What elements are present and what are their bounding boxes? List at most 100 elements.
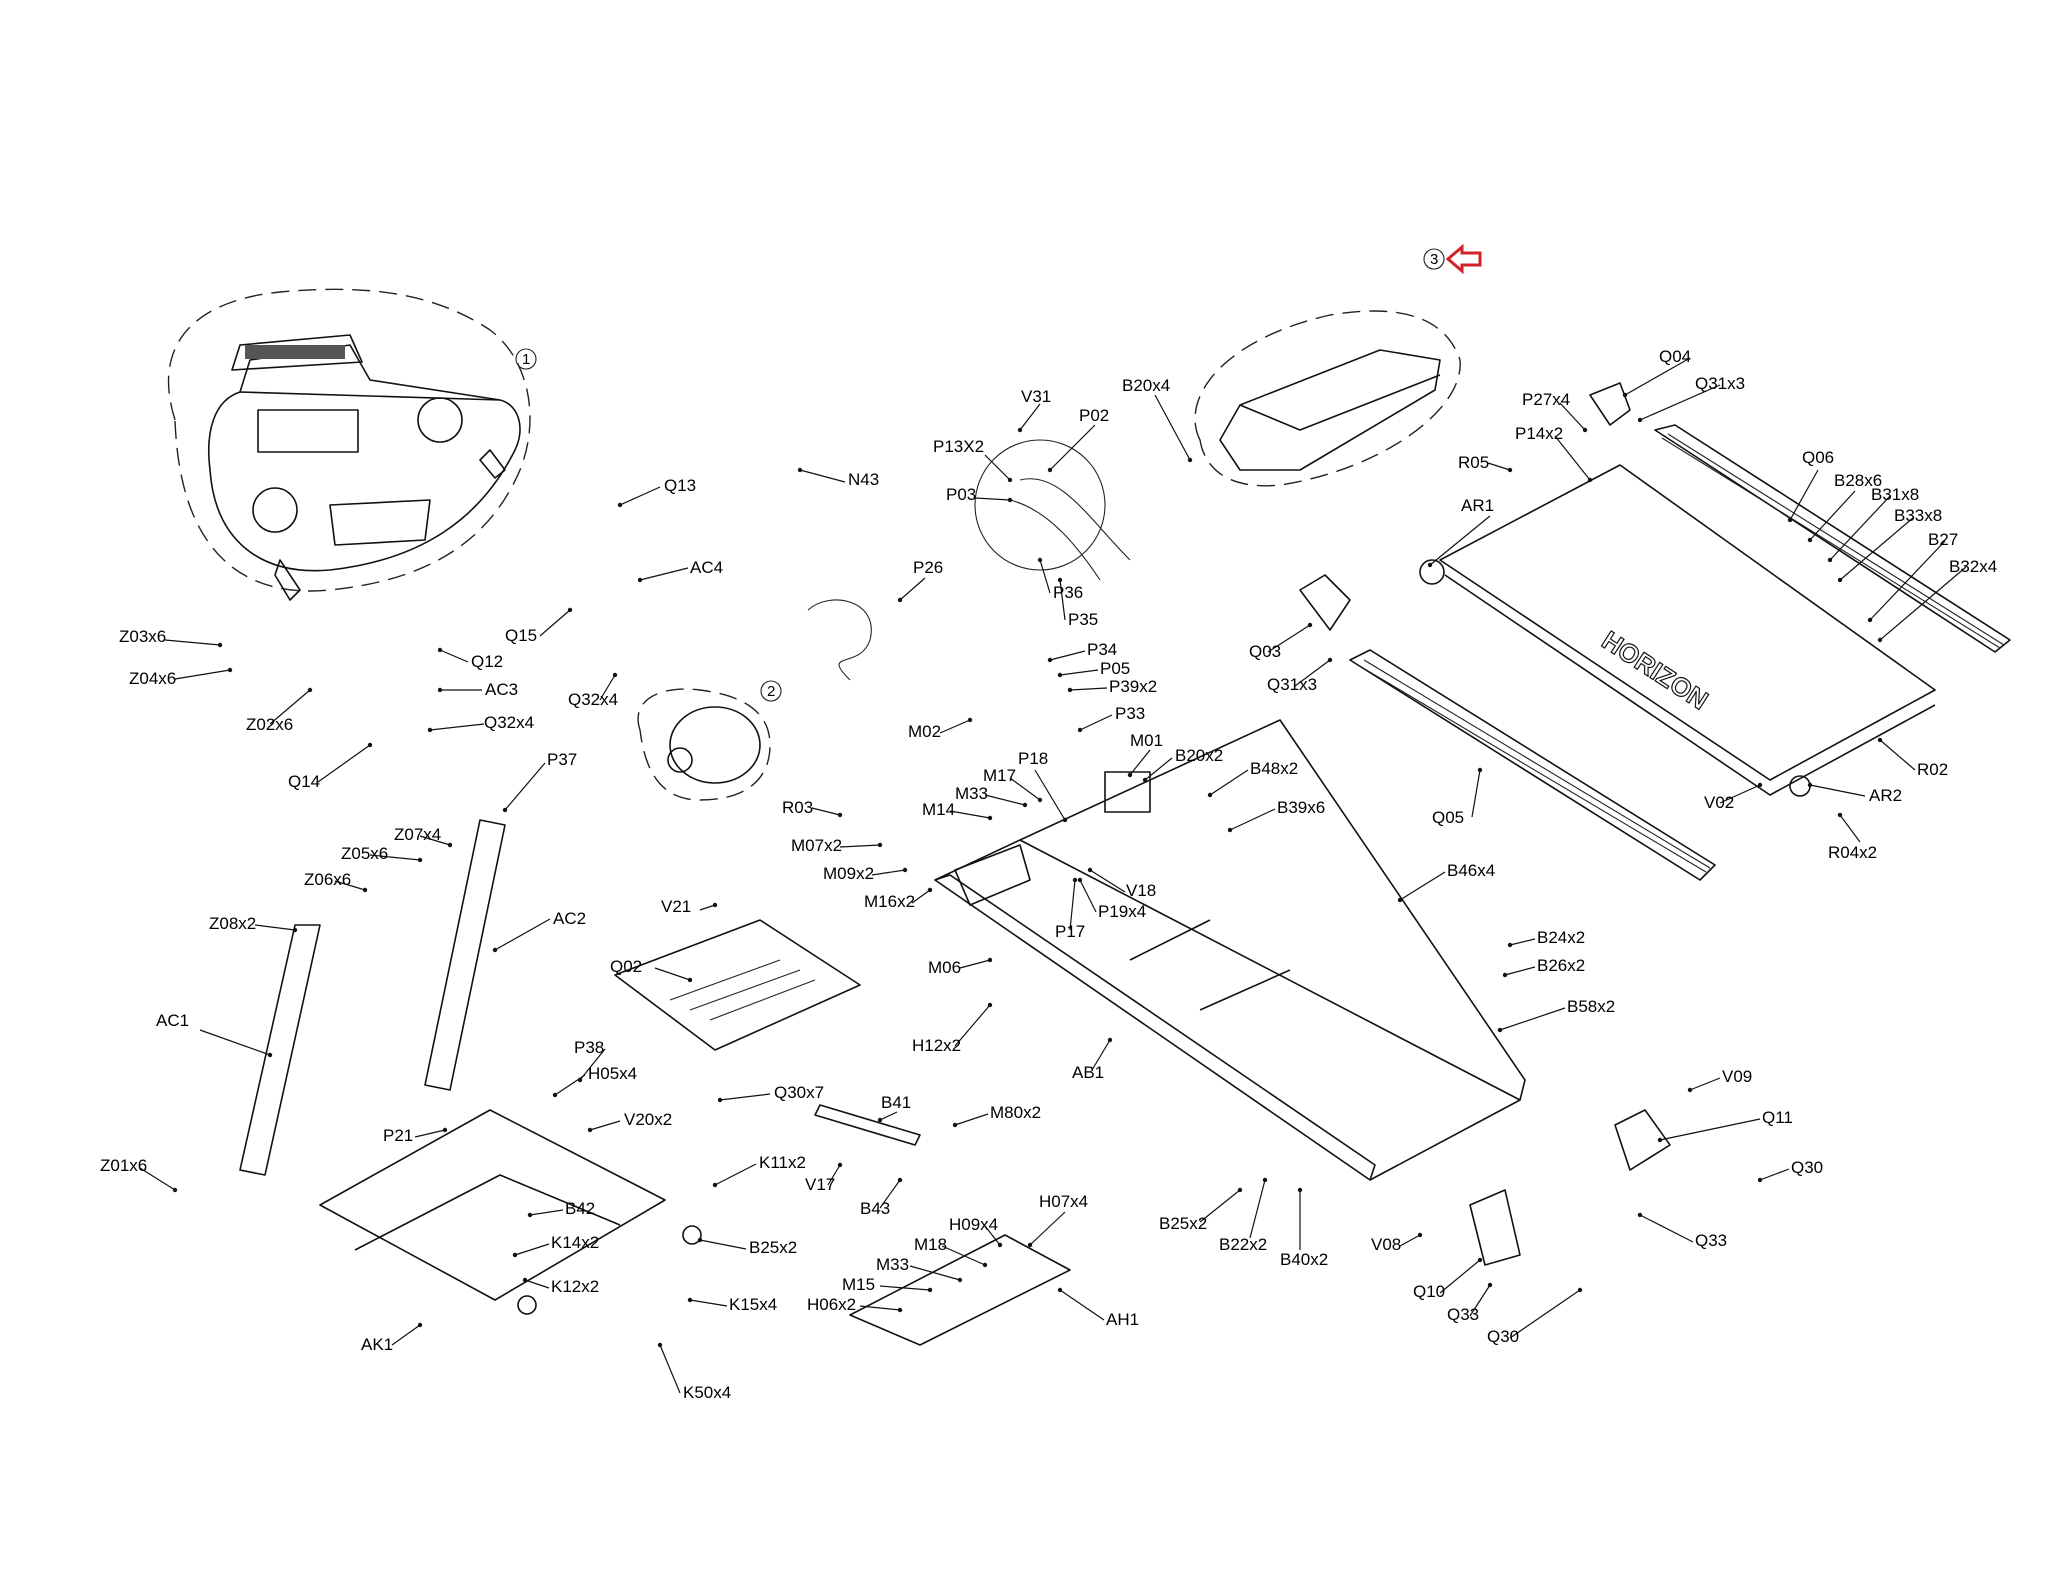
label-q14: Q14 xyxy=(288,772,320,791)
label-q30x7: Q30x7 xyxy=(774,1083,824,1102)
label-p02: P02 xyxy=(1079,406,1109,425)
leader-endpoint xyxy=(927,887,933,893)
label-q31x3-upper: Q31x3 xyxy=(1695,374,1745,393)
leader-line xyxy=(954,1004,991,1047)
leader-endpoint xyxy=(1807,782,1813,788)
leader-line xyxy=(959,959,991,969)
leader-line xyxy=(1154,394,1191,461)
label-b25x2-right: B25x2 xyxy=(1159,1214,1207,1233)
leader-line xyxy=(1809,784,1866,797)
electronics-board xyxy=(1104,771,1151,813)
leader-endpoint xyxy=(837,812,843,818)
leader-endpoint xyxy=(1657,1137,1663,1143)
leader-endpoint xyxy=(367,742,373,748)
leader-line xyxy=(1029,1211,1066,1246)
leader-line xyxy=(514,1243,550,1256)
leader-endpoint xyxy=(612,672,618,678)
leader-endpoint xyxy=(927,1287,933,1293)
leader-endpoint xyxy=(527,1212,533,1218)
leader-line xyxy=(1019,403,1041,431)
group-3-boundary xyxy=(1194,310,1461,487)
leader-endpoint xyxy=(837,1162,843,1168)
leader-endpoint xyxy=(1142,777,1148,783)
leader-endpoint xyxy=(1427,562,1433,568)
leader-line xyxy=(1829,495,1891,561)
label-p03: P03 xyxy=(946,485,976,504)
label-ak1: AK1 xyxy=(361,1335,393,1354)
leader-line xyxy=(654,967,691,981)
label-z03x6: Z03x6 xyxy=(119,627,166,646)
label-k14x2: K14x2 xyxy=(551,1233,599,1252)
leader-endpoint xyxy=(1622,392,1628,398)
leader-line xyxy=(1509,938,1536,946)
leader-line xyxy=(439,649,469,663)
label-q30-lower: Q30 xyxy=(1487,1327,1519,1346)
label-k12x2: K12x2 xyxy=(551,1277,599,1296)
leader-endpoint xyxy=(1057,577,1063,583)
label-q15: Q15 xyxy=(505,626,537,645)
leader-line xyxy=(269,689,311,725)
right-upright xyxy=(424,819,506,1091)
label-m07x2: M07x2 xyxy=(791,836,842,855)
leader-endpoint xyxy=(1262,1177,1268,1183)
leader-line xyxy=(429,723,485,731)
leader-endpoint xyxy=(1227,827,1233,833)
label-b46x4: B46x4 xyxy=(1447,861,1495,880)
leader-line xyxy=(1487,462,1511,471)
leader-line xyxy=(174,669,231,680)
label-h07x4: H07x4 xyxy=(1039,1192,1088,1211)
label-m15: M15 xyxy=(842,1275,875,1294)
leader-endpoint xyxy=(1027,1242,1033,1248)
leader-line xyxy=(1034,769,1066,821)
leader-line xyxy=(799,469,846,483)
label-m01: M01 xyxy=(1130,731,1163,750)
label-v02: V02 xyxy=(1704,793,1734,812)
leader-line xyxy=(139,1167,176,1191)
label-b33x8: B33x8 xyxy=(1894,506,1942,525)
leader-endpoint xyxy=(437,687,443,693)
leader-line xyxy=(1144,757,1173,781)
leader-endpoint xyxy=(1017,427,1023,433)
leader-line xyxy=(579,1048,606,1081)
leader-line xyxy=(1091,1039,1111,1071)
label-m06: M06 xyxy=(928,958,961,977)
leader-endpoint xyxy=(522,1277,528,1283)
leader-line xyxy=(1509,1289,1581,1339)
label-r05: R05 xyxy=(1458,453,1489,472)
leader-endpoint xyxy=(172,1187,178,1193)
label-ab1: AB1 xyxy=(1072,1063,1104,1082)
label-h05x4: H05x4 xyxy=(588,1064,637,1083)
leader-endpoint xyxy=(1507,942,1513,948)
label-m09x2: M09x2 xyxy=(823,864,874,883)
label-v09: V09 xyxy=(1722,1067,1752,1086)
highlight-arrow-icon xyxy=(1445,243,1482,275)
label-m18: M18 xyxy=(914,1235,947,1254)
leader-line xyxy=(1499,1007,1566,1031)
console-grille xyxy=(245,345,345,359)
label-m16x2: M16x2 xyxy=(864,892,915,911)
leader-line xyxy=(984,1225,1001,1246)
label-k50x4: K50x4 xyxy=(683,1383,731,1402)
running-deck: HORIZON xyxy=(1419,464,1936,797)
label-q32x4-upper: Q32x4 xyxy=(568,690,618,709)
drive-motor xyxy=(669,706,761,784)
front-roller xyxy=(1419,559,1445,585)
leader-line xyxy=(1089,869,1126,893)
leader-endpoint xyxy=(1587,477,1593,483)
label-z08x2: Z08x2 xyxy=(209,914,256,933)
leader-endpoint xyxy=(362,887,368,893)
leader-endpoint xyxy=(1067,687,1073,693)
label-q06: Q06 xyxy=(1802,448,1834,467)
label-q02: Q02 xyxy=(610,957,642,976)
leader-line xyxy=(334,880,366,891)
leader-endpoint xyxy=(1307,622,1313,628)
leader-endpoint xyxy=(567,607,573,613)
leader-endpoint xyxy=(552,1092,558,1098)
leader-line xyxy=(199,1029,271,1056)
leader-line xyxy=(1079,714,1113,731)
label-q33-right: Q33 xyxy=(1695,1231,1727,1250)
label-z04x6: Z04x6 xyxy=(129,669,176,688)
leader-line xyxy=(1249,1179,1266,1239)
base-tray xyxy=(614,919,861,1051)
leader-endpoint xyxy=(897,1307,903,1313)
